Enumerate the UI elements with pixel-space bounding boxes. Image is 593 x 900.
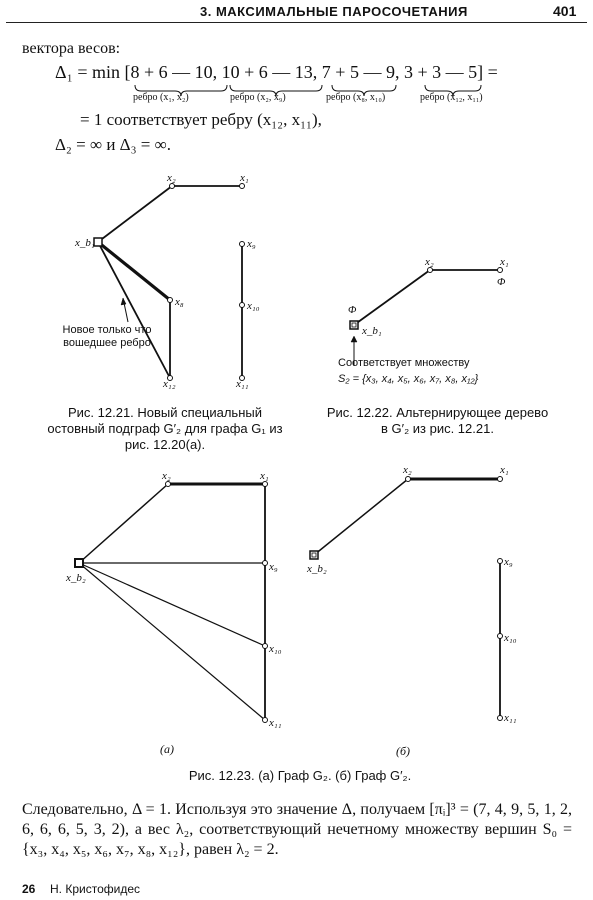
fig23b-xb2-label: x_b₂: [307, 563, 327, 575]
header-rule: [6, 22, 587, 23]
fig23b-x10-label: x₁₀: [504, 632, 517, 644]
fig23a-xb2-label: x_b₂: [66, 572, 86, 584]
fig22-annotation-2: S₂ = {x₃, x₄, x₅, x₆, x₇, x₈, x₁₂}: [338, 373, 479, 385]
fig23b-x1-label: x₁: [500, 464, 509, 476]
brace-label-3: ребро (x₈, x₁₀): [326, 92, 386, 103]
fig21-caption: Рис. 12.21. Новый специальный остовный п…: [47, 405, 283, 452]
fig22-phi-xb1: Φ: [348, 304, 357, 316]
brace-label-4: ребро (x₁₂, x₁₁): [420, 92, 483, 103]
fig23a-x11-label: x₁₁: [269, 717, 282, 729]
fig22-x1-label: x₁: [500, 256, 509, 268]
fig22-x2-label: x₂: [425, 256, 434, 268]
page-number: 401: [553, 3, 577, 19]
brace-label-1: ребро (x₁, x₂): [133, 92, 189, 103]
fig21-x12-label: x₁₂: [163, 378, 176, 390]
fig23a-x2-label: x₂: [162, 470, 171, 482]
fig23a-x9-label: x₉: [269, 561, 278, 573]
fig21-x1-label: x₁: [240, 172, 249, 184]
fig23a-x1-label: x₁: [260, 470, 269, 482]
fig21-x11-label: x₁₁: [236, 378, 249, 390]
fig23b-x2-label: x₂: [403, 464, 412, 476]
fig-12-22-graph: [349, 267, 503, 366]
fig21-x8-label: x₈: [175, 296, 184, 308]
running-head: 3. МАКСИМАЛЬНЫЕ ПАРОСОЧЕТАНИЯ: [200, 4, 468, 19]
fig21-x9-label: x₉: [247, 238, 256, 250]
fig23b-x11-label: x₁₁: [504, 712, 517, 724]
fig23a-x10-label: x₁₀: [269, 643, 282, 655]
fig22-caption: Рис. 12.22. Альтернирующее дерево в G′₂ …: [326, 405, 549, 436]
fig23-label-a: (a): [160, 742, 174, 756]
conclusion-paragraph: Следовательно, Δ = 1. Используя это знач…: [22, 801, 572, 858]
intro-line-4: Δ₂ = ∞ и Δ₃ = ∞.: [55, 135, 171, 154]
delta1-formula: Δ₁ = min [8 + 6 — 10, 10 + 6 — 13, 7 + 5…: [55, 62, 498, 82]
footer-page: 26: [22, 882, 36, 896]
fig23-caption: Рис. 12.23. (a) Граф G₂. (б) Граф G′₂.: [188, 768, 412, 783]
fig22-phi-x1: Φ: [497, 276, 506, 288]
fig-12-21-graph: [93, 183, 245, 381]
intro-line-3: = 1 соответствует ребру (x₁₂, x₁₁),: [80, 110, 322, 129]
footer-author: Н. Кристофидес: [50, 882, 140, 896]
fig23b-x9-label: x₉: [504, 556, 513, 568]
brace-label-2: ребро (x₂, x₉): [230, 92, 286, 103]
intro-line-1: вектора весов:: [22, 40, 121, 57]
fig21-x2-label: x₂: [167, 172, 176, 184]
fig21-x10-label: x₁₀: [247, 300, 260, 312]
fig21-xb1-label: x_b₁: [75, 237, 95, 249]
fig22-xb1-label: x_b₁: [362, 325, 382, 337]
fig23-label-b: (б): [396, 744, 411, 758]
fig-12-23a-graph: [74, 481, 268, 723]
fig-12-23b-graph: [309, 476, 503, 721]
fig22-annotation-1: Соответствует множеству: [338, 357, 470, 369]
fig21-annotation: Новое только что вошедшее ребро: [62, 324, 152, 349]
